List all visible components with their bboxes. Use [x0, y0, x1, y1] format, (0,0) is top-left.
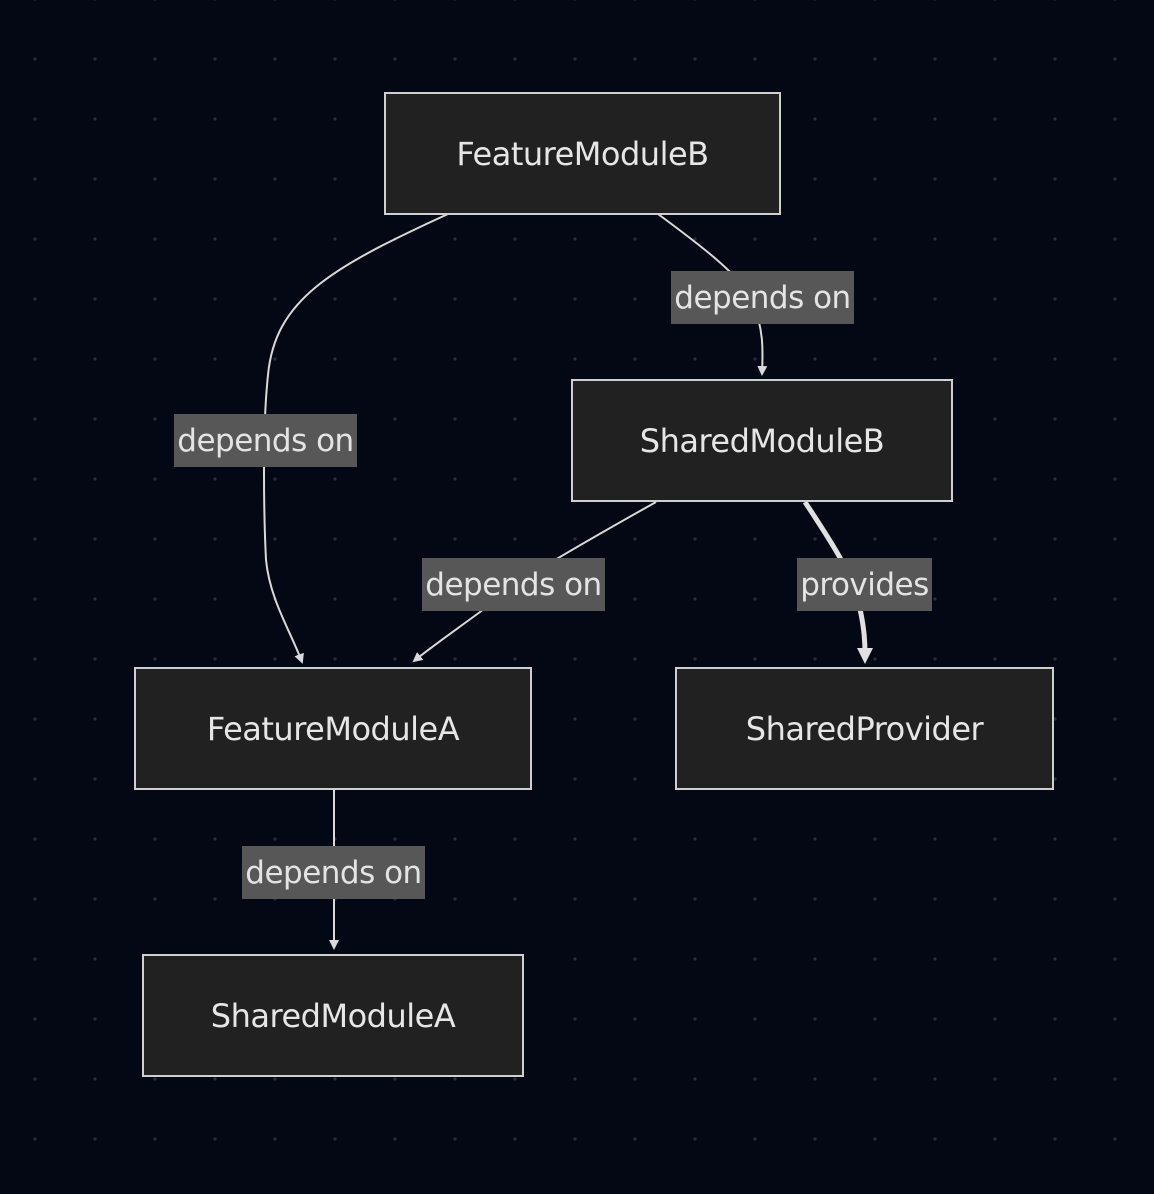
- node-label: FeatureModuleA: [206, 709, 460, 748]
- edge-label-fmb-to-fma: depends on: [174, 414, 357, 467]
- node-shared-module-b[interactable]: SharedModuleB: [571, 379, 953, 502]
- node-label: SharedModuleB: [639, 421, 885, 460]
- node-label: SharedProvider: [745, 709, 984, 748]
- node-shared-module-a[interactable]: SharedModuleA: [142, 954, 524, 1077]
- node-feature-module-a[interactable]: FeatureModuleA: [134, 667, 532, 790]
- edge-label-smb-to-provider: provides: [797, 558, 932, 611]
- node-shared-provider[interactable]: SharedProvider: [675, 667, 1054, 790]
- node-label: SharedModuleA: [210, 996, 456, 1035]
- node-label: FeatureModuleB: [456, 134, 709, 173]
- node-feature-module-b[interactable]: FeatureModuleB: [384, 92, 781, 215]
- edge-label-fma-to-sma: depends on: [242, 846, 425, 899]
- edge-label-fmb-to-smb: depends on: [671, 271, 854, 324]
- edge-label-smb-to-fma: depends on: [422, 558, 605, 611]
